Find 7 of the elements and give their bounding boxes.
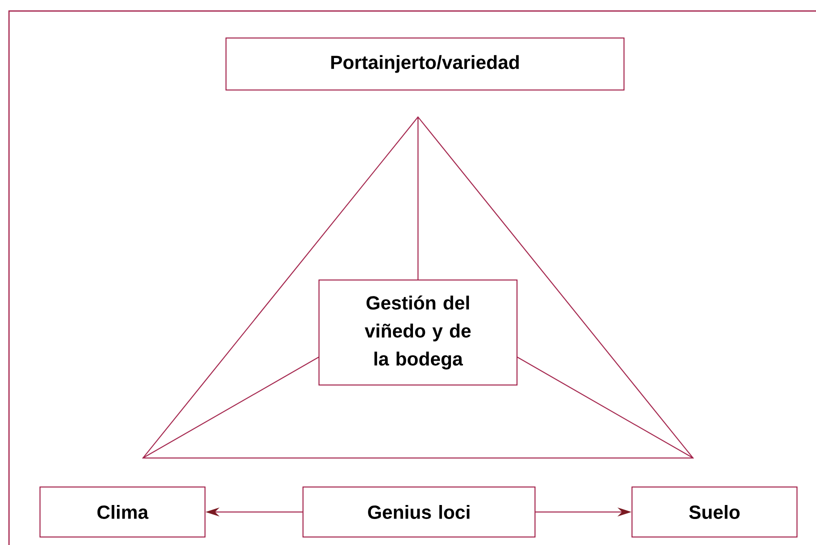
text-box: Suelo xyxy=(632,486,798,538)
text-box: Portainjerto/variedad xyxy=(226,38,624,90)
connector-line xyxy=(516,356,694,458)
text-box: Genius loci xyxy=(302,486,536,538)
text-box: Clima xyxy=(40,486,206,538)
text-box: Gestión del viñedo y de la bodega xyxy=(318,279,518,386)
connector-line xyxy=(142,356,320,458)
